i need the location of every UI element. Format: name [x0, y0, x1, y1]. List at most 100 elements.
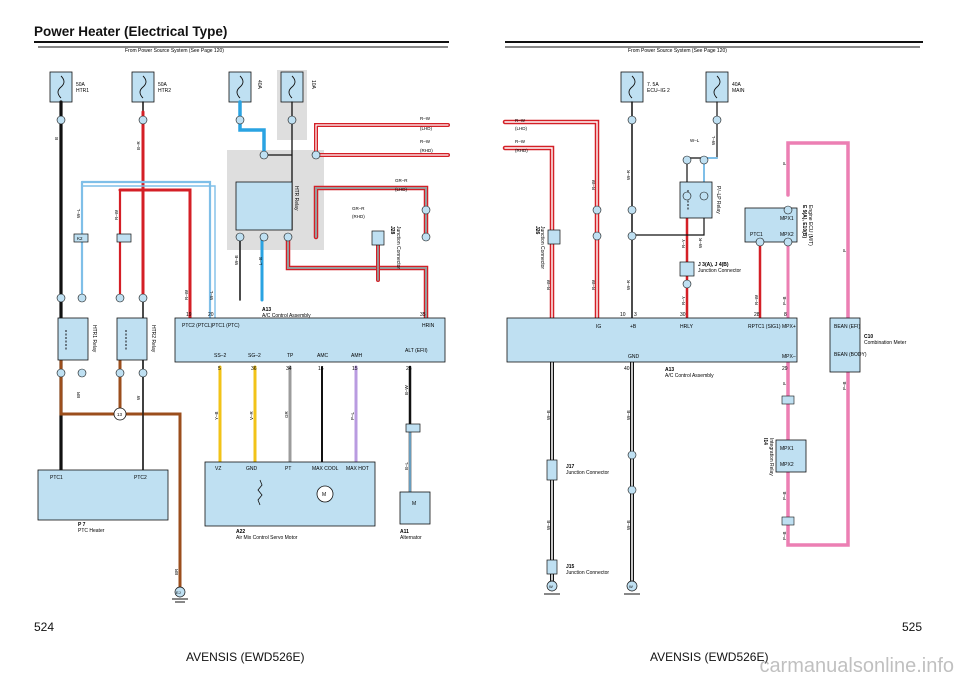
svg-text:W: W: [136, 395, 141, 400]
svg-text:W–L: W–L: [690, 138, 700, 143]
left-source-note: From Power Source System (See Page 120): [125, 48, 224, 54]
fuse-htr-40a: 40A: [228, 71, 262, 103]
svg-text:Integration Relay: Integration Relay: [768, 438, 774, 476]
svg-text:R–W: R–W: [420, 139, 431, 144]
svg-text:(RHD): (RHD): [515, 148, 528, 153]
svg-text:BEAN (BODY): BEAN (BODY): [834, 352, 867, 358]
page-title: Power Heater (Electrical Type): [34, 24, 228, 39]
svg-text:W–L: W–L: [711, 135, 716, 145]
svg-text:L–B: L–B: [258, 257, 263, 265]
junction-j26: J26 Junction Connector: [534, 226, 561, 269]
svg-text:R–Y: R–Y: [681, 239, 686, 248]
svg-text:W–L: W–L: [76, 208, 81, 218]
svg-text:V–R: V–R: [249, 410, 254, 420]
svg-text:PT: PT: [285, 466, 291, 472]
svg-text:M: M: [322, 492, 326, 498]
svg-text:MAIN: MAIN: [732, 88, 745, 94]
svg-text:SG–2: SG–2: [248, 353, 261, 359]
ground-w-1: W: [544, 580, 560, 595]
ac-control-left: A13 A/C Control Assembly PTC2 (PTCL) PTC…: [174, 307, 446, 372]
svg-text:RPTC1 (SIG1): RPTC1 (SIG1): [748, 324, 781, 330]
svg-text:B–W: B–W: [404, 384, 409, 395]
svg-text:50A: 50A: [76, 82, 86, 88]
svg-text:PTC1: PTC1: [750, 232, 763, 238]
svg-text:7. 5A: 7. 5A: [647, 82, 659, 88]
svg-text:A13: A13: [262, 307, 271, 313]
svg-text:R–Y: R–Y: [681, 296, 686, 305]
svg-text:ALT (EFII): ALT (EFII): [405, 348, 428, 354]
svg-text:P–B: P–B: [782, 491, 787, 500]
svg-text:W–L: W–L: [209, 290, 214, 300]
svg-text:IG: IG: [596, 324, 601, 330]
title-rule: [34, 41, 449, 43]
svg-text:MPX–: MPX–: [782, 354, 796, 360]
svg-text:MPX+: MPX+: [782, 324, 796, 330]
connector-k2: K2: [77, 236, 83, 241]
svg-text:MPX1: MPX1: [780, 446, 794, 452]
svg-text:MPX2: MPX2: [780, 462, 794, 468]
svg-text:29: 29: [782, 366, 788, 372]
svg-text:M: M: [412, 501, 416, 507]
svg-text:MAX COOL: MAX COOL: [312, 466, 339, 472]
ac-control-right: A13 A/C Control Assembly IG +B HRLY RPTC…: [506, 312, 798, 379]
watermark: carmanualsonline.info: [759, 655, 954, 677]
svg-text:W–B: W–B: [546, 410, 551, 420]
svg-text:15: 15: [352, 366, 358, 372]
footer-left: AVENSIS (EWD526E): [186, 650, 305, 664]
svg-text:ECU–IG 2: ECU–IG 2: [647, 88, 670, 94]
junction-j3-j4: J 3(A), J 4(B) Junction Connector: [679, 261, 741, 277]
svg-text:(RHD): (RHD): [352, 214, 365, 219]
svg-text:R–W: R–W: [546, 279, 551, 290]
svg-text:HTR Relay: HTR Relay: [293, 186, 299, 211]
ground-ej: EJ: [172, 586, 188, 603]
svg-text:(LHD): (LHD): [420, 126, 433, 131]
svg-text:MAX HOT: MAX HOT: [346, 466, 369, 472]
svg-text:8: 8: [784, 312, 787, 318]
svg-text:Air Mix Control Servo Motor: Air Mix Control Servo Motor: [236, 535, 298, 541]
svg-text:EJ: EJ: [176, 590, 181, 595]
svg-text:W: W: [549, 584, 553, 589]
svg-text:P/–LP Relay: P/–LP Relay: [715, 186, 721, 214]
svg-text:R–W: R–W: [515, 118, 526, 123]
ptc-heater: PTC1 PTC2 P 7 PTC Heater: [37, 469, 169, 534]
svg-text:A/C Control Assembly: A/C Control Assembly: [665, 373, 714, 379]
svg-text:AMH: AMH: [351, 353, 363, 359]
air-mix-servo: VZ GND PT MAX COOL MAX HOT M A22 Air Mix…: [204, 461, 376, 541]
svg-text:W–B: W–B: [234, 255, 239, 265]
svg-text:W–R: W–R: [698, 237, 703, 248]
svg-text:R–W: R–W: [591, 179, 596, 190]
svg-text:W: W: [629, 584, 633, 589]
svg-text:AMC: AMC: [317, 353, 329, 359]
svg-text:GND: GND: [628, 354, 640, 360]
right-diagram: From Power Source System (See Page 120) …: [502, 46, 920, 595]
fuse-htr2: 50A HTR2: [131, 71, 171, 103]
fuse-main: 40A MAIN: [705, 71, 745, 103]
svg-text:HTR2 Relay: HTR2 Relay: [150, 325, 156, 353]
svg-text:E 9(A), E10(B): E 9(A), E10(B): [801, 205, 807, 238]
fuse-ecu-ig2: 7. 5A ECU–IG 2: [620, 71, 670, 103]
svg-text:W–B: W–B: [626, 410, 631, 420]
svg-text:C10: C10: [864, 334, 873, 340]
svg-text:BEAN (EFI): BEAN (EFI): [834, 324, 860, 330]
svg-text:50A: 50A: [158, 82, 168, 88]
svg-text:J15: J15: [566, 564, 575, 570]
svg-text:34: 34: [286, 366, 292, 372]
junction-j28: J28 Junction Connector: [371, 226, 401, 269]
svg-text:PTC1 (PTC): PTC1 (PTC): [212, 323, 240, 329]
htr2-relay: HTR2 Relay: [116, 317, 156, 361]
svg-text:PTC2: PTC2: [134, 475, 147, 481]
svg-text:R–W: R–W: [515, 139, 526, 144]
svg-text:26: 26: [406, 366, 412, 372]
svg-text:16: 16: [318, 366, 324, 372]
htr-relay: HTR Relay: [235, 181, 299, 231]
svg-text:VZ: VZ: [215, 466, 221, 472]
svg-text:R–W: R–W: [754, 294, 759, 305]
svg-text:Combination Meter: Combination Meter: [864, 340, 907, 346]
svg-text:A/C Control Assembly: A/C Control Assembly: [262, 313, 311, 319]
svg-text:J 3(A), J 4(B): J 3(A), J 4(B): [698, 262, 729, 268]
splice-13: [113, 407, 127, 421]
svg-text:P 7: P 7: [78, 522, 86, 528]
svg-text:3: 3: [634, 312, 637, 318]
svg-text:Junction Connector: Junction Connector: [539, 226, 545, 269]
